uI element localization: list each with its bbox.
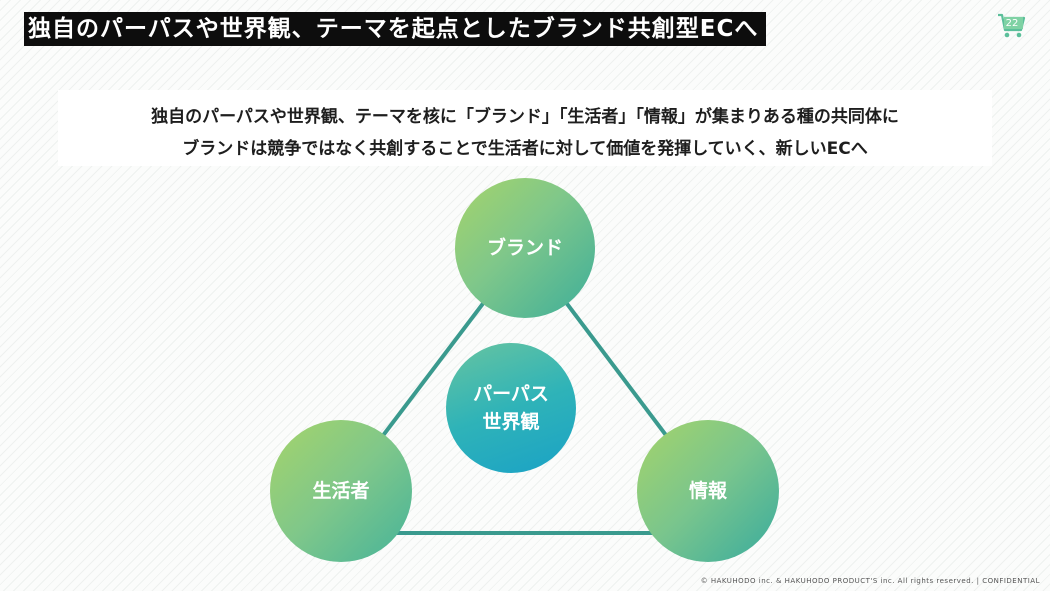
- center-label-line2: 世界観: [482, 411, 540, 433]
- intro-line-1: 独自のパーパスや世界観、テーマを核に「ブランド」「生活者」「情報」が集まりある種…: [151, 107, 899, 127]
- purpose-worldview-circle: パーパス 世界観: [446, 343, 576, 473]
- shopping-cart-icon: [998, 13, 1026, 38]
- copyright-footer: © HAKUHODO inc. & HAKUHODO PRODUCT'S inc…: [700, 577, 1040, 585]
- information-label: 情報: [688, 480, 727, 502]
- page-badge: 22: [996, 12, 1026, 40]
- slide-title: 独自のパーパスや世界観、テーマを起点としたブランド共創型ECへ: [24, 12, 767, 46]
- consumer-circle: 生活者: [270, 420, 412, 562]
- center-label-line1: パーパス: [473, 383, 549, 405]
- brand-circle: ブランド: [455, 178, 595, 318]
- information-circle: 情報: [637, 420, 779, 562]
- intro-line-2: ブランドは競争ではなく共創することで生活者に対して価値を発揮していく、新しいEC…: [182, 139, 868, 159]
- consumer-label: 生活者: [312, 480, 370, 502]
- intro-box: 独自のパーパスや世界観、テーマを核に「ブランド」「生活者」「情報」が集まりある種…: [58, 90, 992, 166]
- page-number: 22: [1005, 18, 1019, 29]
- brand-label: ブランド: [486, 237, 563, 259]
